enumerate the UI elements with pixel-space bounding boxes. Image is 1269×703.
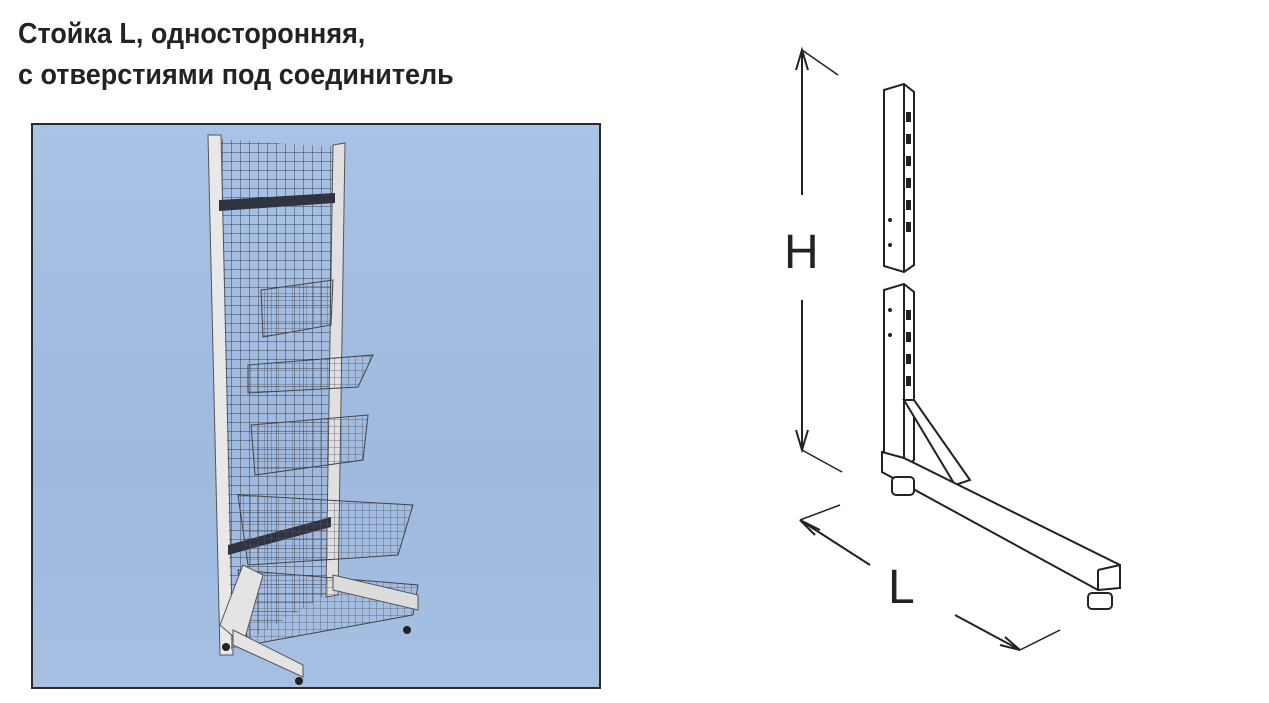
wire-mesh-rack-illustration xyxy=(207,134,419,685)
lower-post-with-base xyxy=(881,282,1121,610)
length-dimension-line xyxy=(799,504,1061,651)
title-line-2: с отверстиями под соединитель xyxy=(18,59,454,91)
technical-drawing: H L xyxy=(780,40,1140,660)
height-dimension-line xyxy=(795,46,843,473)
title-line-1: Стойка L, односторонняя, xyxy=(18,18,366,50)
height-label: H xyxy=(784,226,819,279)
product-photo xyxy=(31,123,601,689)
page-title: Стойка L, односторонняя, с отверстиями п… xyxy=(18,14,454,96)
upper-post xyxy=(883,82,915,274)
length-label: L xyxy=(888,561,915,614)
